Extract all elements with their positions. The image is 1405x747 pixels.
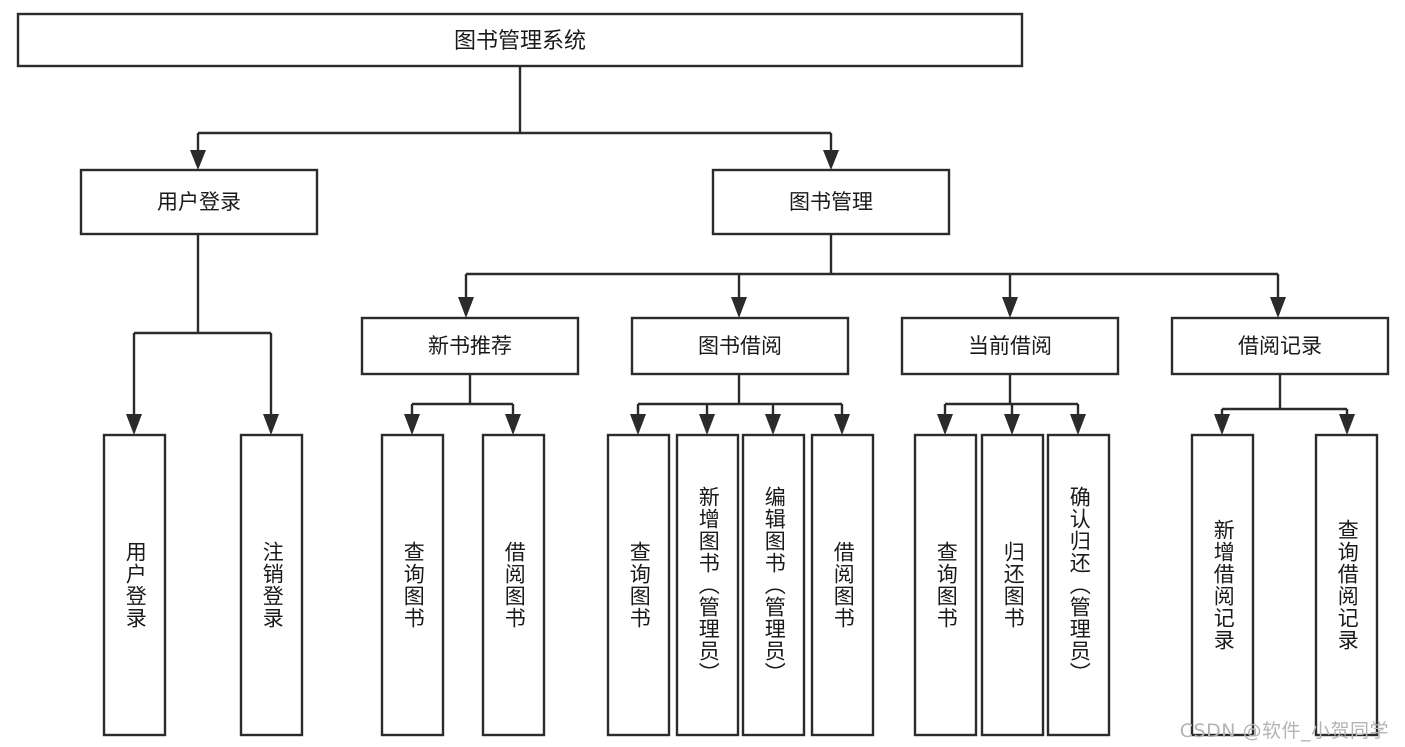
arrow-head-cb-leaf-3: [1070, 414, 1086, 435]
arrow-head-cb-leaf-1: [937, 414, 953, 435]
leaf-box-bookborrow-add[interactable]: [675, 433, 740, 737]
arrow-head-br-leaf-1: [1214, 414, 1230, 435]
node-book-borrow-box[interactable]: [630, 316, 850, 376]
leaf-box-bookborrow-query[interactable]: [606, 433, 671, 737]
node-book-management[interactable]: 图书管理: [711, 168, 951, 236]
node-root-system-box[interactable]: [16, 12, 1024, 68]
connector-group-user-login: [126, 234, 279, 435]
arrow-head-book-mgmt: [823, 150, 839, 170]
arrow-head-current-borrow: [1002, 297, 1018, 318]
node-book-management-label: 图书管理: [789, 190, 873, 214]
node-book-borrow-label: 图书借阅: [698, 334, 782, 358]
leaf-box-currentborrow-return[interactable]: [980, 433, 1045, 737]
connector-group-book-borrow: [630, 374, 850, 435]
arrow-head-bb-leaf-2: [699, 414, 715, 435]
leaf-box-record-query[interactable]: [1314, 433, 1379, 737]
node-borrow-record-label: 借阅记录: [1238, 334, 1322, 358]
leaf-box-user-login-logout[interactable]: [239, 433, 304, 737]
arrow-head-nb-leaf-1: [404, 414, 420, 435]
arrow-head-nb-leaf-2: [505, 414, 521, 435]
arrow-head-leaf-logout: [263, 414, 279, 435]
leaf-box-bookborrow-borrow[interactable]: [810, 433, 875, 737]
node-root-system[interactable]: 图书管理系统: [16, 12, 1024, 68]
node-user-login[interactable]: 用户登录: [79, 168, 319, 236]
connector-group-borrow-record: [1214, 374, 1355, 435]
node-book-borrow[interactable]: 图书借阅: [630, 316, 850, 376]
arrow-head-bb-leaf-4: [834, 414, 850, 435]
node-new-book-recommend-box[interactable]: [360, 316, 580, 376]
leaf-box-record-add[interactable]: [1190, 433, 1255, 737]
leaf-box-newbook-borrow[interactable]: [481, 433, 546, 737]
node-current-borrow-label: 当前借阅: [968, 334, 1052, 358]
node-user-login-label: 用户登录: [157, 190, 241, 214]
node-book-management-box[interactable]: [711, 168, 951, 236]
arrow-head-br-leaf-2: [1339, 414, 1355, 435]
leaf-box-newbook-query[interactable]: [380, 433, 445, 737]
arrow-head-borrow-record: [1270, 297, 1286, 318]
arrow-head-new-book: [458, 297, 474, 318]
arrow-head-user-login: [190, 150, 206, 170]
arrow-head-book-borrow: [731, 297, 747, 318]
arrow-head-bb-leaf-1: [630, 414, 646, 435]
node-borrow-record-box[interactable]: [1170, 316, 1390, 376]
connector-group-book-mgmt: [458, 234, 1286, 318]
arrow-head-bb-leaf-3: [765, 414, 781, 435]
leaf-box-bookborrow-edit[interactable]: [741, 433, 806, 737]
leaf-box-currentborrow-confirm[interactable]: [1046, 433, 1111, 737]
node-current-borrow-box[interactable]: [900, 316, 1120, 376]
node-borrow-record[interactable]: 借阅记录: [1170, 316, 1390, 376]
leaf-box-user-login-login[interactable]: [102, 433, 167, 737]
connector-group-current-borrow: [937, 374, 1086, 435]
arrow-head-leaf-user-login: [126, 414, 142, 435]
arrow-head-cb-leaf-2: [1004, 414, 1020, 435]
csdn-watermark: CSDN @软件_小贺同学: [1179, 720, 1389, 742]
connector-group-new-book: [404, 374, 521, 435]
node-new-book-recommend-label: 新书推荐: [428, 334, 512, 358]
connector-group-root: [190, 66, 839, 170]
node-new-book-recommend[interactable]: 新书推荐: [360, 316, 580, 376]
node-root-system-label: 图书管理系统: [454, 29, 586, 54]
leaf-box-currentborrow-query[interactable]: [913, 433, 978, 737]
node-user-login-box[interactable]: [79, 168, 319, 236]
node-current-borrow[interactable]: 当前借阅: [900, 316, 1120, 376]
